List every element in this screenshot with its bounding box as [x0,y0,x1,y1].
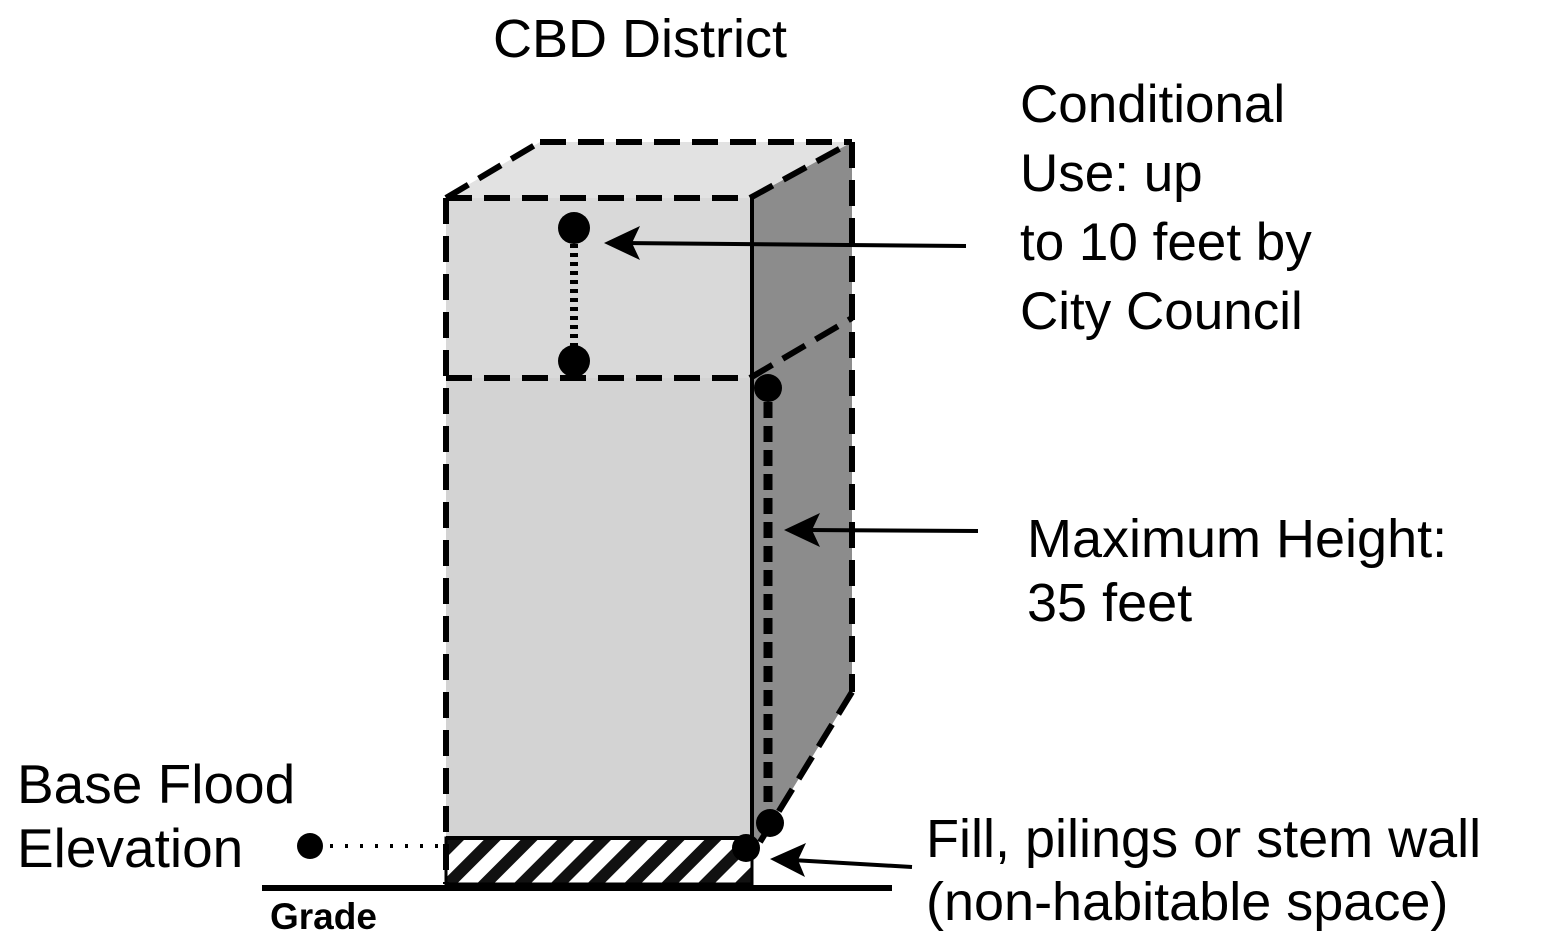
conditional-use-line-1: Conditional [1020,75,1286,134]
bfe-dot [297,833,323,859]
max-height-bottom-dot [756,809,784,837]
maximum-height-label: Maximum Height: 35 feet [1027,512,1447,640]
conditional-use-line-2: Use: up [1020,144,1203,203]
base-flood-elevation-label: Base Flood Elevation [17,757,295,885]
building-outline [443,139,855,884]
fill-corner-dot [732,834,760,862]
conditional-use-zone [446,198,750,378]
building-top-face [446,142,852,198]
bfe-line-1: Base Flood [17,753,296,815]
grade-label: Grade [270,896,377,937]
maximum-height-line-2: 35 feet [1027,573,1193,633]
fill-hatch-zone [444,836,754,886]
bfe-line-2: Elevation [17,817,244,879]
maximum-height-line-1: Maximum Height: [1027,509,1448,569]
conditional-use-label: Conditional Use: up to 10 feet by City C… [1020,78,1312,354]
max-height-top-dot [754,374,782,402]
fill-label: Fill, pilings or stem wall (non-habitabl… [926,812,1481,938]
conditional-use-arrow [604,226,967,260]
maximum-height-arrow [784,513,979,547]
conditional-top-dot [558,212,590,244]
fill-arrow [770,843,913,877]
conditional-use-line-3: to 10 feet by [1020,213,1312,272]
conditional-bottom-dot [558,345,590,377]
building-side-face [750,142,852,842]
fill-line-1: Fill, pilings or stem wall [926,809,1482,869]
diagram-title: CBD District [493,9,787,69]
conditional-use-line-4: City Council [1020,282,1303,341]
maximum-height-zone [446,378,750,838]
fill-line-2: (non-habitable space) [926,872,1449,932]
